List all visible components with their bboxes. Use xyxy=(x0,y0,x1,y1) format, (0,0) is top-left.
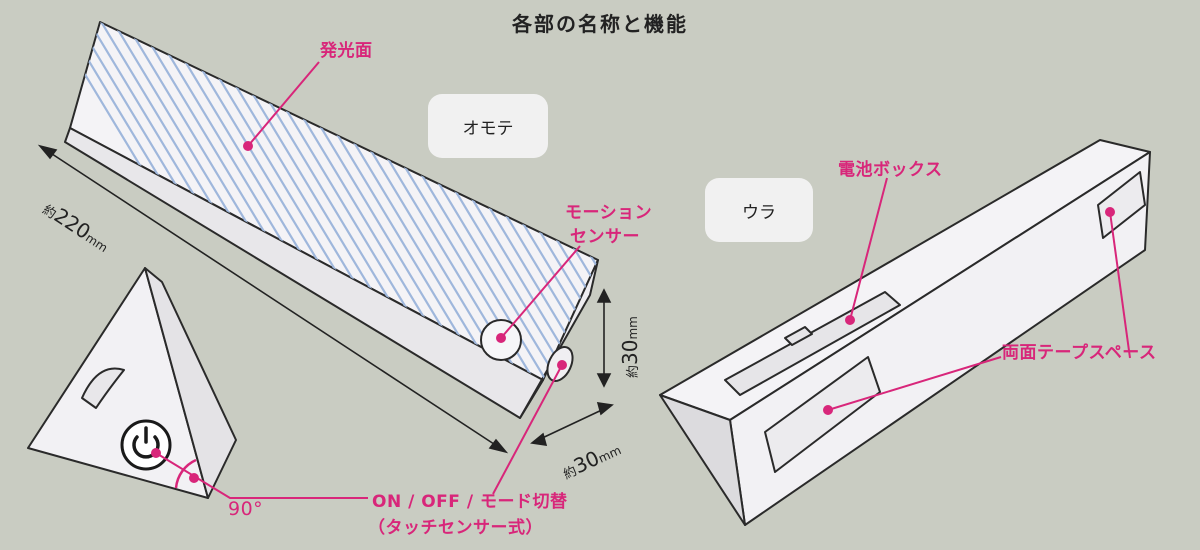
height-unit: mm xyxy=(626,316,640,340)
angle-arc-icon xyxy=(174,458,197,489)
battery-box-label: 電池ボックス xyxy=(838,160,943,180)
tape-space-rect-large xyxy=(764,356,881,473)
battery-box-tab xyxy=(784,326,813,346)
switch-label-line1: ON / OFF / モード切替 xyxy=(372,492,568,512)
height-prefix: 約 xyxy=(626,364,641,378)
battery-box-cover xyxy=(724,291,901,396)
light-surface-label: 発光面 xyxy=(320,41,373,61)
height-value: 30 xyxy=(618,339,642,365)
power-button-icon xyxy=(120,419,172,471)
height-dimension: 約30mm xyxy=(618,316,642,378)
back-view-tag: ウラ xyxy=(705,178,813,242)
dimension-arrows xyxy=(37,144,614,454)
leader-lines xyxy=(151,61,1131,499)
end-view-cutout xyxy=(81,367,125,409)
front-device xyxy=(64,21,599,419)
back-device-end-face xyxy=(659,394,746,526)
end-view-front-face xyxy=(144,267,237,499)
switch-label-line2: （タッチセンサー式） xyxy=(368,518,543,538)
back-view-label: ウラ xyxy=(742,202,776,223)
motion-sensor-label-line2: センサー xyxy=(570,227,640,247)
tape-space-rect-small xyxy=(1097,171,1146,239)
tape-space-label: 両面テープスペース xyxy=(1002,343,1157,363)
front-device-end-face xyxy=(519,259,599,419)
front-view-tag: オモテ xyxy=(428,94,548,158)
motion-sensor-label-line1: モーション xyxy=(565,203,653,223)
front-view-label: オモテ xyxy=(462,118,514,139)
angle-label: 90° xyxy=(228,498,264,520)
back-device xyxy=(659,139,1151,526)
page-title: 各部の名称と機能 xyxy=(512,12,688,36)
